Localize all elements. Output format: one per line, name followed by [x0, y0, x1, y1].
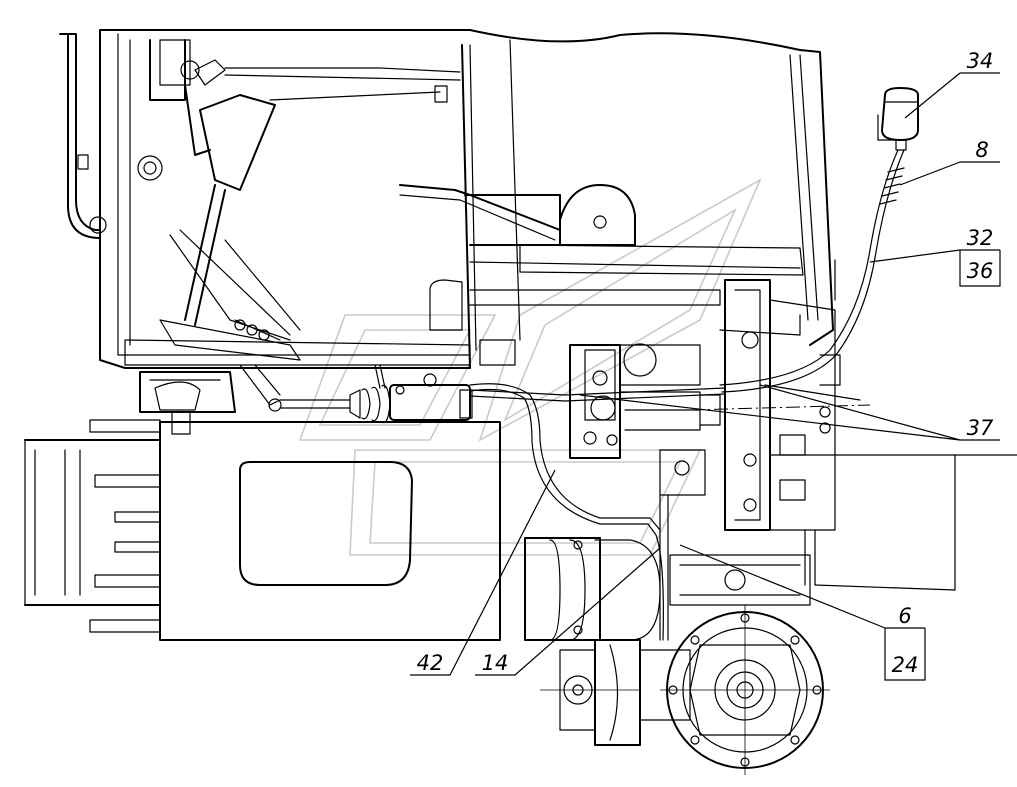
- valve-block: [569, 343, 721, 641]
- callout-14: 14: [482, 651, 509, 675]
- fluid-reservoir: [877, 87, 919, 151]
- callout-37: 37: [967, 416, 994, 440]
- master-cylinder: [279, 364, 473, 424]
- chassis-frame: [24, 371, 501, 641]
- lower-pump-assembly: [524, 537, 811, 746]
- hydraulic-lines: [469, 149, 905, 641]
- leader-lines: [410, 72, 1001, 681]
- callout-8: 8: [975, 138, 988, 162]
- right-mounting-plate: [719, 259, 1017, 591]
- callout-36: 36: [967, 259, 994, 283]
- pedal-linkage: [149, 39, 461, 412]
- seat-and-floor: [124, 184, 804, 366]
- drive-hub: [660, 605, 830, 775]
- callout-34: 34: [967, 49, 994, 73]
- center-line: [689, 404, 871, 411]
- callout-6: 6: [898, 604, 911, 628]
- callout-24: 24: [892, 653, 919, 677]
- callout-42: 42: [417, 651, 444, 675]
- callout-32: 32: [967, 226, 994, 250]
